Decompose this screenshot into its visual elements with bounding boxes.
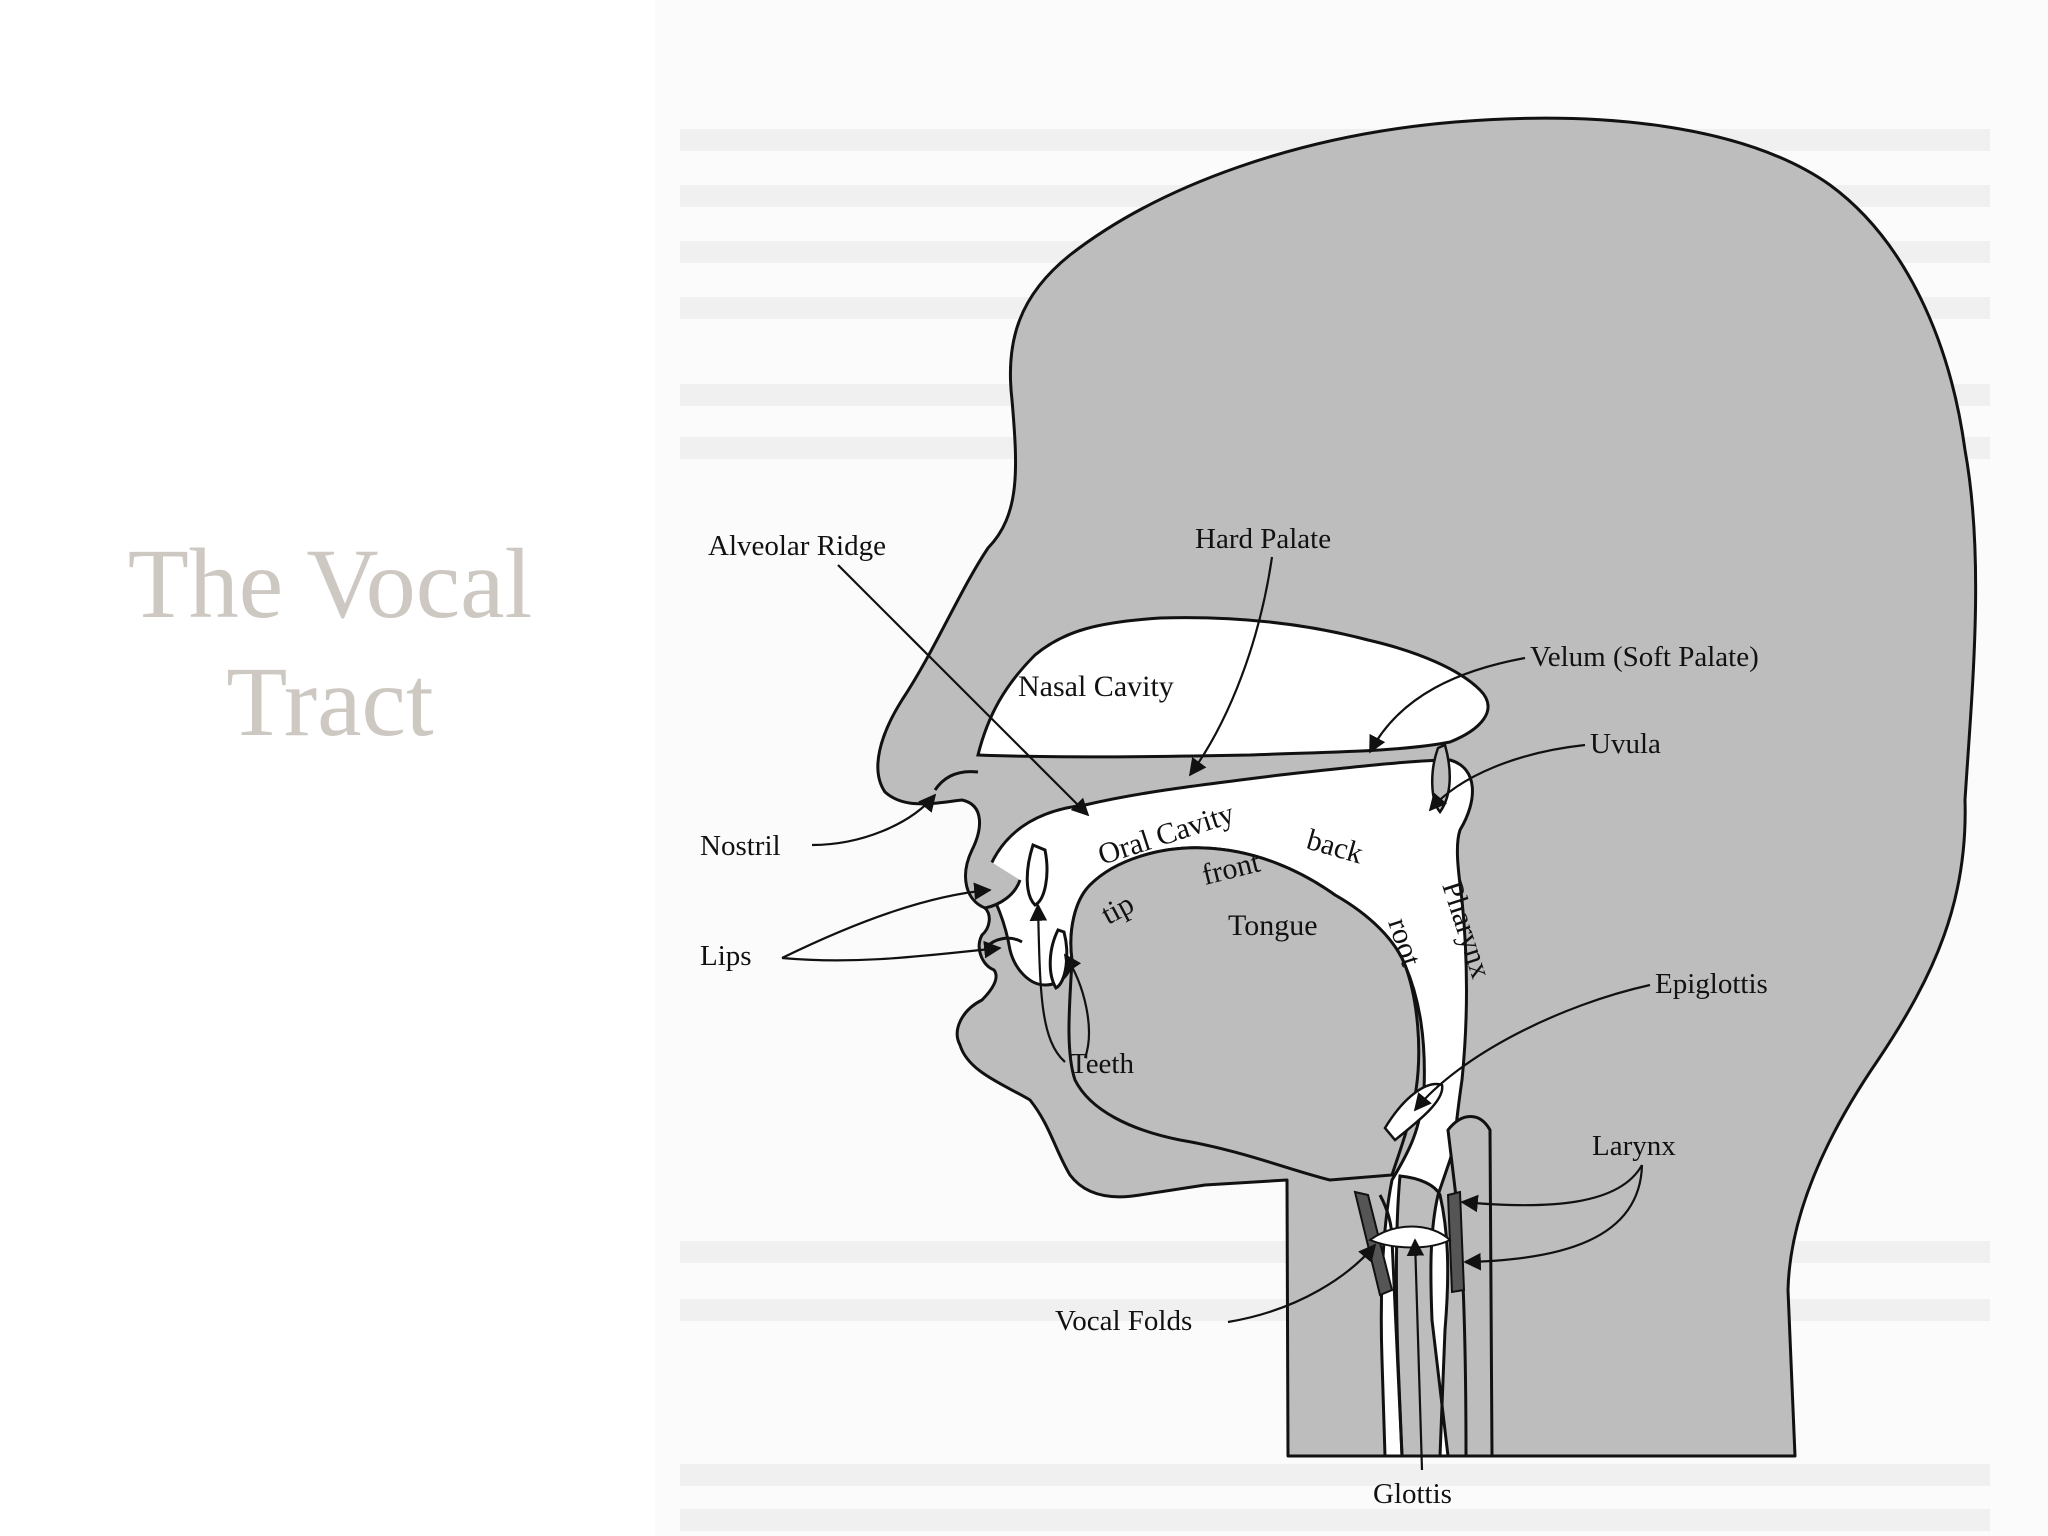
- arrow-lips-upper: [781, 882, 992, 959]
- label-velum: Velum (Soft Palate): [1530, 641, 1759, 673]
- arrow-teeth-upper: [1029, 903, 1066, 1063]
- label-hard-palate: Hard Palate: [1195, 523, 1331, 555]
- leader-arrows: [781, 556, 1651, 1471]
- slide-title-line-1: The Vocal: [127, 528, 533, 639]
- nasal-cavity-shape: [976, 616, 1490, 759]
- arrow-epiglottis: [1413, 983, 1651, 1112]
- nostril-shape: [933, 770, 979, 791]
- label-vocal-folds: Vocal Folds: [1055, 1305, 1192, 1337]
- label-nostril: Nostril: [700, 830, 781, 862]
- glottis-opening-shape: [1367, 1225, 1452, 1249]
- arrow-vocal-folds: [1227, 1243, 1377, 1324]
- slide-title-line-2: Tract: [226, 646, 434, 757]
- arrow-larynx-lower: [1463, 1164, 1644, 1271]
- lower-teeth-shape: [1048, 928, 1069, 991]
- label-epiglottis: Epiglottis: [1655, 968, 1768, 1000]
- arrow-teeth-lower: [1064, 953, 1091, 1059]
- label-lips: Lips: [700, 940, 752, 972]
- tongue-shape: [1067, 846, 1421, 1182]
- label-glottis: Glottis: [1373, 1478, 1452, 1510]
- arrow-uvula: [1428, 743, 1586, 812]
- label-larynx: Larynx: [1592, 1130, 1676, 1162]
- label-nasal-cavity: Nasal Cavity: [1018, 670, 1174, 703]
- arrow-alveolar-ridge: [837, 564, 1090, 817]
- label-alveolar-ridge: Alveolar Ridge: [708, 530, 886, 562]
- slide-title: The Vocal Tract: [60, 525, 600, 761]
- arrow-larynx-upper: [1460, 1164, 1643, 1213]
- arrow-nostril: [811, 793, 937, 847]
- arrow-glottis: [1406, 1238, 1425, 1471]
- label-tongue: Tongue: [1228, 909, 1318, 942]
- arrow-hard-palate: [1188, 556, 1274, 777]
- upper-teeth-shape: [1025, 842, 1049, 907]
- arrow-velum: [1369, 656, 1526, 754]
- arrow-lips-lower: [781, 940, 1002, 962]
- label-teeth: Teeth: [1070, 1048, 1134, 1080]
- label-uvula: Uvula: [1590, 728, 1661, 760]
